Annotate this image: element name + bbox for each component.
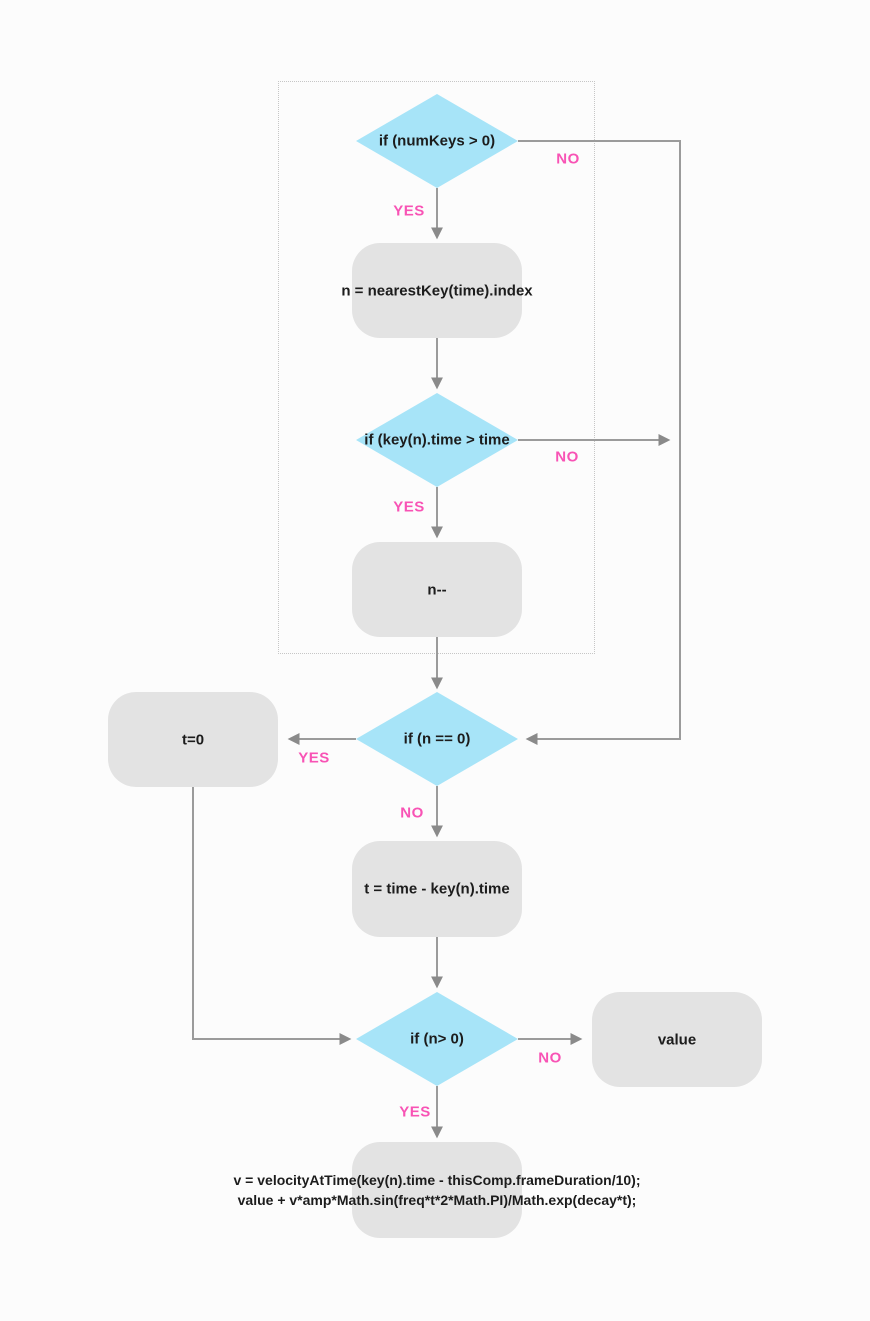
process-decrement-n-box (352, 542, 522, 637)
process-t-delta: t = time - key(n).time (352, 841, 522, 937)
expression-code-line-2: value + v*amp*Math.sin(freq*t*2*Math.PI)… (237, 1192, 637, 1208)
process-decrement-n: n-- (352, 542, 522, 637)
edge-label-d2-yes: YES (393, 498, 425, 516)
terminal-expression: v = velocityAtTime(key(n).time - thisCom… (234, 1142, 641, 1238)
process-t-zero-box (108, 692, 278, 787)
decision-numkeys: if (numKeys > 0) (356, 94, 518, 188)
decision-n-positive: if (n> 0) (356, 992, 518, 1086)
edge-label-d3-no: NO (400, 804, 424, 822)
decision-n-equals-zero: if (n == 0) (356, 692, 518, 786)
process-t-delta-label: t = time - key(n).time (364, 880, 510, 898)
edge-label-d4-no: NO (538, 1049, 562, 1067)
decision-key-time: if (key(n).time > time (356, 393, 518, 487)
edge-label-d4-yes: YES (399, 1103, 431, 1121)
process-decrement-n-label: n-- (427, 581, 447, 598)
edge-d1-no-to-d3 (518, 140, 681, 745)
expression-code-line-1: v = velocityAtTime(key(n).time - thisCom… (233, 1172, 641, 1188)
process-nearest-key-box (352, 243, 522, 338)
process-nearest-key-label: n = nearestKey(time).index (341, 282, 533, 299)
edge-label-d1-no: NO (556, 150, 580, 168)
terminal-value-box (592, 992, 762, 1087)
edge-label-d2-no: NO (555, 448, 579, 466)
edge-t0-to-d4 (192, 787, 352, 1045)
edge-label-d3-yes: YES (298, 749, 330, 767)
process-nearest-key: n = nearestKey(time).index (341, 243, 533, 338)
edge-label-d1-yes: YES (393, 202, 425, 220)
terminal-value-label: value (657, 1031, 697, 1048)
terminal-expression-box (352, 1142, 522, 1238)
decision-n-positive-label: if (n> 0) (410, 1030, 464, 1048)
process-t-zero: t=0 (108, 692, 278, 787)
decision-n-equals-zero-label: if (n == 0) (403, 730, 471, 748)
decision-numkeys-label: if (numKeys > 0) (378, 132, 496, 150)
terminal-value: value (592, 992, 762, 1087)
terminal-expression-code: v = velocityAtTime(key(n).time - thisCom… (234, 1170, 641, 1210)
decision-key-time-label: if (key(n).time > time (364, 431, 510, 449)
process-t-zero-label: t=0 (181, 731, 205, 748)
process-t-delta-box (352, 841, 522, 937)
